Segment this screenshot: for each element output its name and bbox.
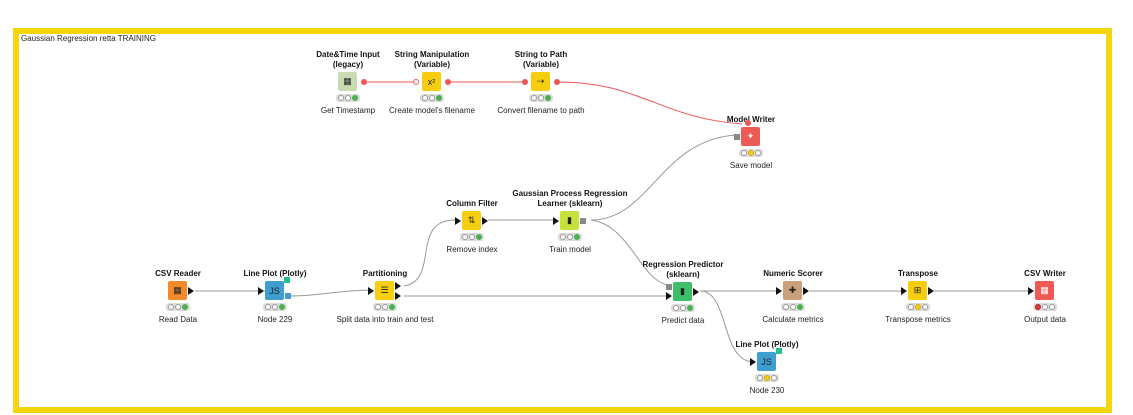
status-lights (755, 374, 779, 382)
model-wire (590, 134, 737, 221)
status-lights (558, 233, 582, 241)
transpose-icon: ⊞ (908, 281, 927, 300)
status-lights (420, 94, 444, 102)
node-title: String to Path (Variable) (514, 50, 568, 69)
data-in-port[interactable] (901, 287, 907, 295)
status-lights (263, 303, 287, 311)
node-comment: Node 230 (749, 386, 785, 395)
node-title: Regression Predictor (sklearn) (642, 260, 724, 279)
data-wire (699, 290, 755, 363)
model-out-port[interactable] (580, 218, 586, 224)
workflow-title: Gaussian Regression retta TRAINING (21, 34, 157, 43)
partitioning-icon: ☰ (375, 281, 394, 300)
node-title: Date&Time Input (legacy) (316, 50, 380, 69)
status-lights (460, 233, 484, 241)
js-icon: JS (265, 281, 284, 300)
node-comment: Create model's filename (388, 106, 475, 115)
node-title: Line Plot (Plotly) (735, 340, 799, 349)
flow-var-in-port[interactable] (413, 79, 419, 85)
view-badge (284, 277, 290, 283)
js-icon: JS (757, 352, 776, 371)
data-in-port[interactable] (1028, 287, 1034, 295)
node-comment: Predict data (661, 316, 705, 325)
data-in-port[interactable] (776, 287, 782, 295)
status-lights (373, 303, 397, 311)
flow-var-in-port[interactable] (745, 120, 751, 126)
data-out-port-1[interactable] (395, 282, 401, 290)
data-out-port[interactable] (188, 287, 194, 295)
csv-reader-icon: ▦ (168, 281, 187, 300)
data-out-port-2[interactable] (395, 292, 401, 300)
data-in-port[interactable] (553, 217, 559, 225)
csv-writer-icon: ▦ (1035, 281, 1054, 300)
node-title: CSV Reader (155, 269, 201, 278)
node-comment: Remove index (446, 245, 498, 254)
node-comment: Save model (729, 161, 773, 170)
node-title: String Manipulation (Variable) (394, 50, 470, 69)
status-lights (1033, 303, 1057, 311)
data-in-port[interactable] (258, 287, 264, 295)
flow-var-out-port[interactable] (361, 79, 367, 85)
predictor-icon: ▮ (673, 282, 692, 301)
status-lights (336, 94, 360, 102)
node-comment: Node 229 (257, 315, 293, 324)
node-comment: Train model (549, 245, 591, 254)
node-comment: Transpose metrics (885, 315, 951, 324)
learner-icon: ▮ (560, 211, 579, 230)
model-in-port[interactable] (734, 134, 740, 140)
node-title: Transpose (897, 269, 938, 278)
calendar-icon: ▦ (338, 72, 357, 91)
status-lights (529, 94, 553, 102)
status-lights (166, 303, 190, 311)
data-out-port[interactable] (928, 287, 934, 295)
node-comment: Split data into train and test (336, 315, 434, 324)
status-lights (906, 303, 930, 311)
node-title: Column Filter (446, 199, 498, 208)
node-comment: Output data (1024, 315, 1066, 324)
model-in-port[interactable] (666, 284, 672, 290)
node-comment: Convert filename to path (497, 106, 585, 115)
status-lights (671, 304, 695, 312)
image-out-port[interactable] (285, 293, 291, 299)
scorer-icon: ✚ (783, 281, 802, 300)
data-wire (403, 219, 456, 287)
data-out-port[interactable] (482, 217, 488, 225)
data-in-port[interactable] (666, 292, 672, 300)
node-title: Gaussian Process Regression Learner (skl… (512, 189, 628, 208)
flow-var-in-port[interactable] (522, 79, 528, 85)
flow-var-out-port[interactable] (445, 79, 451, 85)
node-title: CSV Writer (1024, 269, 1066, 278)
node-comment: Get Timestamp (320, 106, 376, 115)
node-comment: Read Data (158, 315, 198, 324)
status-lights (739, 149, 763, 157)
data-wire (290, 289, 374, 297)
string-manipulation-icon: x² (422, 72, 441, 91)
flow-var-wire (557, 81, 743, 125)
data-out-port[interactable] (803, 287, 809, 295)
node-comment: Calculate metrics (762, 315, 824, 324)
status-lights (781, 303, 805, 311)
view-badge (776, 348, 782, 354)
model-wire (590, 219, 669, 286)
node-title: Model Writer (726, 115, 776, 124)
path-icon: ⇢ (531, 72, 550, 91)
data-in-port[interactable] (455, 217, 461, 225)
model-writer-icon: ✦ (741, 127, 760, 146)
node-title: Numeric Scorer (763, 269, 823, 278)
node-title: Partitioning (362, 269, 408, 278)
node-title: Line Plot (Plotly) (243, 269, 307, 278)
data-in-port[interactable] (750, 358, 756, 366)
data-in-port[interactable] (368, 287, 374, 295)
data-out-port[interactable] (693, 288, 699, 296)
flow-var-out-port[interactable] (554, 79, 560, 85)
column-filter-icon: ⇅ (462, 211, 481, 230)
